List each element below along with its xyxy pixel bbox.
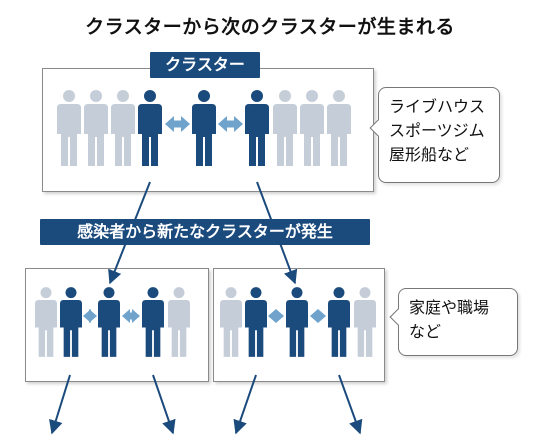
infected-person-icon	[98, 287, 120, 357]
venues-callout-top: ライブハウス スポーツジム 屋形船など	[369, 87, 500, 183]
infected-person-icon	[138, 90, 162, 166]
infected-person-icon	[328, 287, 350, 357]
venue-text: など	[409, 322, 442, 341]
bottom-right-cluster-people	[220, 287, 376, 357]
spread-arrow-icon	[338, 374, 363, 435]
new-cluster-label: 感染者から新たなクラスターが発生	[40, 219, 370, 245]
double-arrow-icon	[83, 309, 97, 323]
spread-arrow-icon	[49, 374, 71, 435]
light-person-icon	[168, 287, 190, 357]
infected-person-icon	[142, 287, 164, 357]
double-arrow-icon	[122, 309, 140, 323]
light-person-icon	[35, 287, 57, 357]
spread-arrow-icon	[233, 374, 257, 435]
double-arrow-icon	[165, 116, 190, 132]
light-person-icon	[111, 90, 135, 166]
transmission-arrows	[83, 116, 326, 323]
infected-person-icon	[286, 287, 308, 357]
infected-person-icon	[60, 287, 82, 357]
infected-person-icon	[245, 287, 267, 357]
bottom-left-cluster-people	[35, 287, 190, 357]
infected-person-icon	[192, 90, 216, 166]
light-person-icon	[354, 287, 376, 357]
double-arrow-icon	[310, 309, 326, 323]
infected-person-icon	[245, 90, 269, 166]
light-person-icon	[327, 90, 351, 166]
diagram-title: クラスターから次のクラスターが生まれる	[85, 16, 455, 38]
venue-text: 家庭や職場	[409, 298, 490, 317]
spread-arrow-icon	[152, 374, 176, 435]
venue-text: スポーツジム	[389, 121, 485, 140]
light-person-icon	[220, 287, 242, 357]
top-cluster-people	[57, 90, 351, 166]
venue-text: ライブハウス	[389, 97, 486, 116]
cluster-label: クラスター	[150, 52, 260, 78]
light-person-icon	[300, 90, 324, 166]
light-person-icon	[273, 90, 297, 166]
double-arrow-icon	[218, 116, 243, 132]
venue-text: 屋形船など	[389, 145, 470, 164]
double-arrow-icon	[268, 309, 284, 323]
light-person-icon	[57, 90, 81, 166]
light-person-icon	[84, 90, 108, 166]
venues-callout-bottom: 家庭や職場 など	[389, 288, 518, 356]
